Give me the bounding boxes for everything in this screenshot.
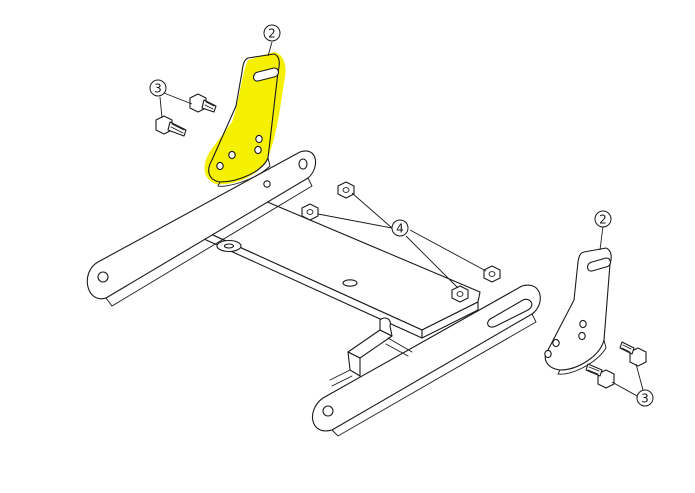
nut-2 bbox=[301, 203, 319, 221]
callout-bracket-left: 2 bbox=[263, 24, 281, 42]
bolt-left-upper bbox=[189, 93, 217, 113]
handle-rod bbox=[329, 317, 413, 387]
bracket-left-hole-3 bbox=[228, 150, 236, 160]
back-arm-hole-left bbox=[97, 271, 109, 283]
bracket-right-hole-2 bbox=[578, 331, 586, 341]
bracket-left-hole-1 bbox=[255, 134, 263, 144]
front-arm-slot bbox=[487, 298, 533, 328]
nut-4 bbox=[451, 285, 469, 303]
frame-arm-front bbox=[311, 284, 541, 437]
nut-1 bbox=[337, 181, 355, 199]
bolt-right-upper bbox=[619, 341, 647, 367]
center-plate bbox=[203, 197, 481, 339]
plate-center-hole bbox=[342, 279, 358, 287]
leader-lines bbox=[159, 41, 644, 397]
callout-bolts-left: 3 bbox=[149, 79, 167, 97]
nut-3 bbox=[483, 265, 501, 283]
front-arm-hole bbox=[322, 405, 334, 417]
bracket-highlight-fill bbox=[204, 52, 286, 185]
bracket-right-slot bbox=[586, 257, 612, 272]
svg-text:2: 2 bbox=[268, 27, 276, 41]
bracket-right bbox=[544, 247, 612, 375]
bracket-left-hole-4 bbox=[216, 161, 224, 171]
callout-bolts-right: 3 bbox=[636, 389, 654, 407]
back-arm-hole-mid bbox=[263, 180, 271, 188]
svg-text:2: 2 bbox=[599, 213, 607, 227]
bolt-right-lower bbox=[585, 363, 615, 389]
back-arm-hole-right bbox=[298, 158, 308, 170]
callout-bracket-right: 2 bbox=[594, 210, 612, 228]
bracket-left-slot bbox=[252, 67, 280, 82]
bracket-right-hole-1 bbox=[579, 319, 587, 329]
svg-text:3: 3 bbox=[641, 392, 649, 406]
svg-text:4: 4 bbox=[396, 222, 404, 236]
svg-text:3: 3 bbox=[154, 82, 162, 96]
callout-nuts: 4 bbox=[391, 219, 409, 237]
bracket-left-hole-2 bbox=[254, 145, 262, 155]
bracket-right-hole-4 bbox=[544, 349, 552, 359]
bracket-left-highlighted bbox=[204, 52, 286, 187]
bolt-left-lower bbox=[155, 115, 187, 137]
bracket-right-hole-3 bbox=[552, 338, 560, 348]
frame-arm-back bbox=[86, 150, 317, 307]
